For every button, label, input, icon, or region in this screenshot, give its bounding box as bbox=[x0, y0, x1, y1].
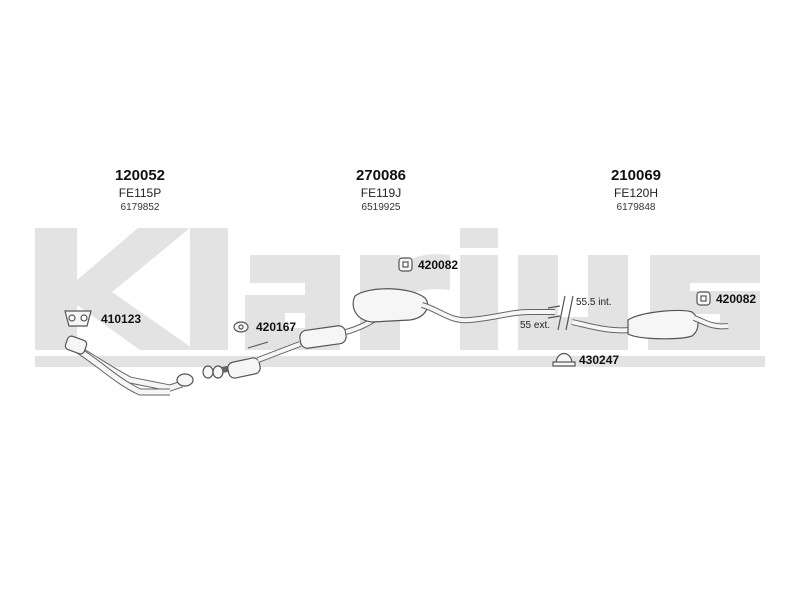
pipe-note-internal: 55.5 int. bbox=[576, 297, 612, 308]
centre-section-270086 bbox=[202, 288, 555, 379]
clamp-label: 430247 bbox=[579, 353, 620, 367]
gasket-icon bbox=[64, 310, 92, 327]
rubber-mount-label-top: 420082 bbox=[418, 258, 459, 272]
header-front-pipe: 120052 FE115P 6179852 bbox=[60, 167, 220, 215]
part-number: 270086 bbox=[355, 167, 407, 184]
part-code: FE119J bbox=[360, 186, 402, 200]
part-number: 120052 bbox=[114, 167, 166, 184]
rubber-mount-icon-top bbox=[398, 257, 413, 272]
rear-silencer-210069 bbox=[571, 309, 729, 340]
clamp-icon bbox=[552, 352, 576, 367]
rubber-mount-icon-mid bbox=[233, 321, 249, 333]
header-rear-silencer: 210069 FE120H 6179848 bbox=[556, 167, 716, 215]
rubber-mount-icon-right bbox=[696, 291, 711, 306]
front-downpipe-120052 bbox=[64, 335, 194, 396]
header-centre-section: 270086 FE119J 6519925 bbox=[301, 167, 461, 215]
part-code: FE120H bbox=[613, 186, 659, 200]
rubber-mount-label-right: 420082 bbox=[716, 292, 757, 306]
part-number: 210069 bbox=[610, 167, 662, 184]
part-code: FE115P bbox=[118, 186, 162, 200]
gasket-label: 410123 bbox=[101, 312, 142, 326]
oem-number: 6179848 bbox=[616, 202, 656, 213]
pipe-joint-marker bbox=[547, 295, 574, 331]
oem-number: 6519925 bbox=[361, 202, 401, 213]
oem-number: 6179852 bbox=[120, 202, 160, 213]
pipe-note-external: 55 ext. bbox=[520, 320, 551, 331]
rubber-mount-label-mid: 420167 bbox=[256, 320, 297, 334]
